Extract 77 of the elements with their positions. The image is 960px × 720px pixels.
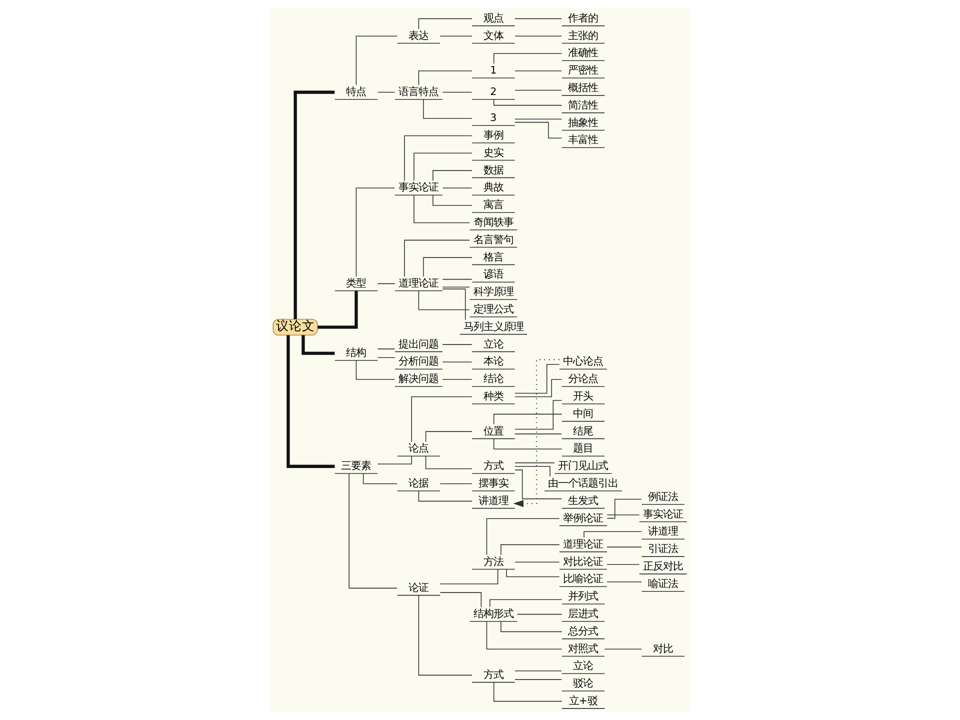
node-text: 道理论证 [398,277,439,290]
node-text: 题目 [573,442,594,455]
node-text: 寓言 [483,199,504,212]
node-text: 3 [490,112,497,124]
node-text: 文体 [483,30,504,42]
node-text: 位置 [483,425,504,438]
node-text: 名言警句 [473,234,514,246]
node-text: 开门见山式 [558,460,608,472]
node-text: 对照式 [568,642,598,655]
node-text: 正反对比 [643,560,684,573]
node-text: 奇闻轶事 [473,216,514,228]
node-text: 定理公式 [473,303,514,316]
node-text: 对比 [653,642,674,655]
node-text: 生发式 [568,494,598,507]
node-text: 表达 [408,30,429,42]
node-text: 对比论证 [563,556,604,568]
node-text: 方式 [483,668,504,681]
node-text: 提出问题 [398,338,439,350]
node-text: 解决问题 [398,373,439,386]
node-text: 本论 [483,356,504,368]
node-text: 层进式 [568,608,598,620]
node-text: 论据 [408,477,429,490]
node-text: 三要素 [341,460,372,472]
node-text: 特点 [346,86,366,98]
node-text: 驳论 [573,678,594,690]
node-text: 事例 [483,129,504,142]
node-text: 并列式 [568,590,598,603]
node-text: 方式 [483,460,504,472]
node-text: 论点 [408,442,429,455]
node-text: 结构 [346,346,366,359]
node-text: 方法 [483,556,504,568]
node-text: 总分式 [568,625,598,638]
node-text: 引证法 [648,543,678,556]
node-text: 喻证法 [648,578,678,590]
node-text: 语言特点 [398,86,439,98]
node-text: 结构形式 [473,608,514,620]
node-text: 结论 [483,373,504,386]
node-text: 科学原理 [473,286,514,298]
node-text: 比喻论证 [563,573,604,586]
node-text: 摆事实 [478,477,508,490]
node-text: 例证法 [648,490,678,503]
node-text: 简洁性 [568,99,598,112]
node-text: 事实论证 [398,182,439,194]
node-text: 论证 [408,582,429,594]
node-text: 概括性 [568,82,598,94]
node-text: 开头 [573,390,594,402]
node-text: 格言 [483,251,504,264]
node-text: 结尾 [573,425,594,438]
node-text: 讲道理 [648,526,678,538]
node-text: 马列主义原理 [463,320,524,333]
node-text: 主张的 [568,30,598,42]
node-text: 谚语 [483,268,504,281]
node-text: 数据 [483,164,504,176]
node-text: 类型 [346,277,366,290]
node-text: 观点 [483,12,504,24]
node-text: 2 [490,86,497,98]
node-text: 立论 [573,660,594,672]
node-text: 讲道理 [478,494,508,507]
node-text: 由一个话题引出 [548,477,618,490]
node-text: 道理论证 [563,538,604,550]
node-text: 严密性 [568,64,598,77]
node-text: 分论点 [568,373,598,386]
node-text: 立论 [483,338,504,350]
node-text: 中心论点 [563,356,604,368]
node-text: 分析问题 [398,356,439,368]
node-text: 典故 [483,182,504,194]
node-text: 种类 [483,390,504,402]
node-text: 举例论证 [563,512,604,524]
node-text: 中间 [573,408,594,420]
node-text: 事实论证 [643,508,684,520]
node-text: 立+驳 [568,694,598,707]
node-text: 准确性 [568,47,598,60]
node-text: 丰富性 [568,134,598,146]
node-text: 抽象性 [568,116,598,129]
node-text: 作者的 [568,12,598,24]
node-text: 史实 [483,146,504,159]
node-text: 1 [490,64,497,77]
